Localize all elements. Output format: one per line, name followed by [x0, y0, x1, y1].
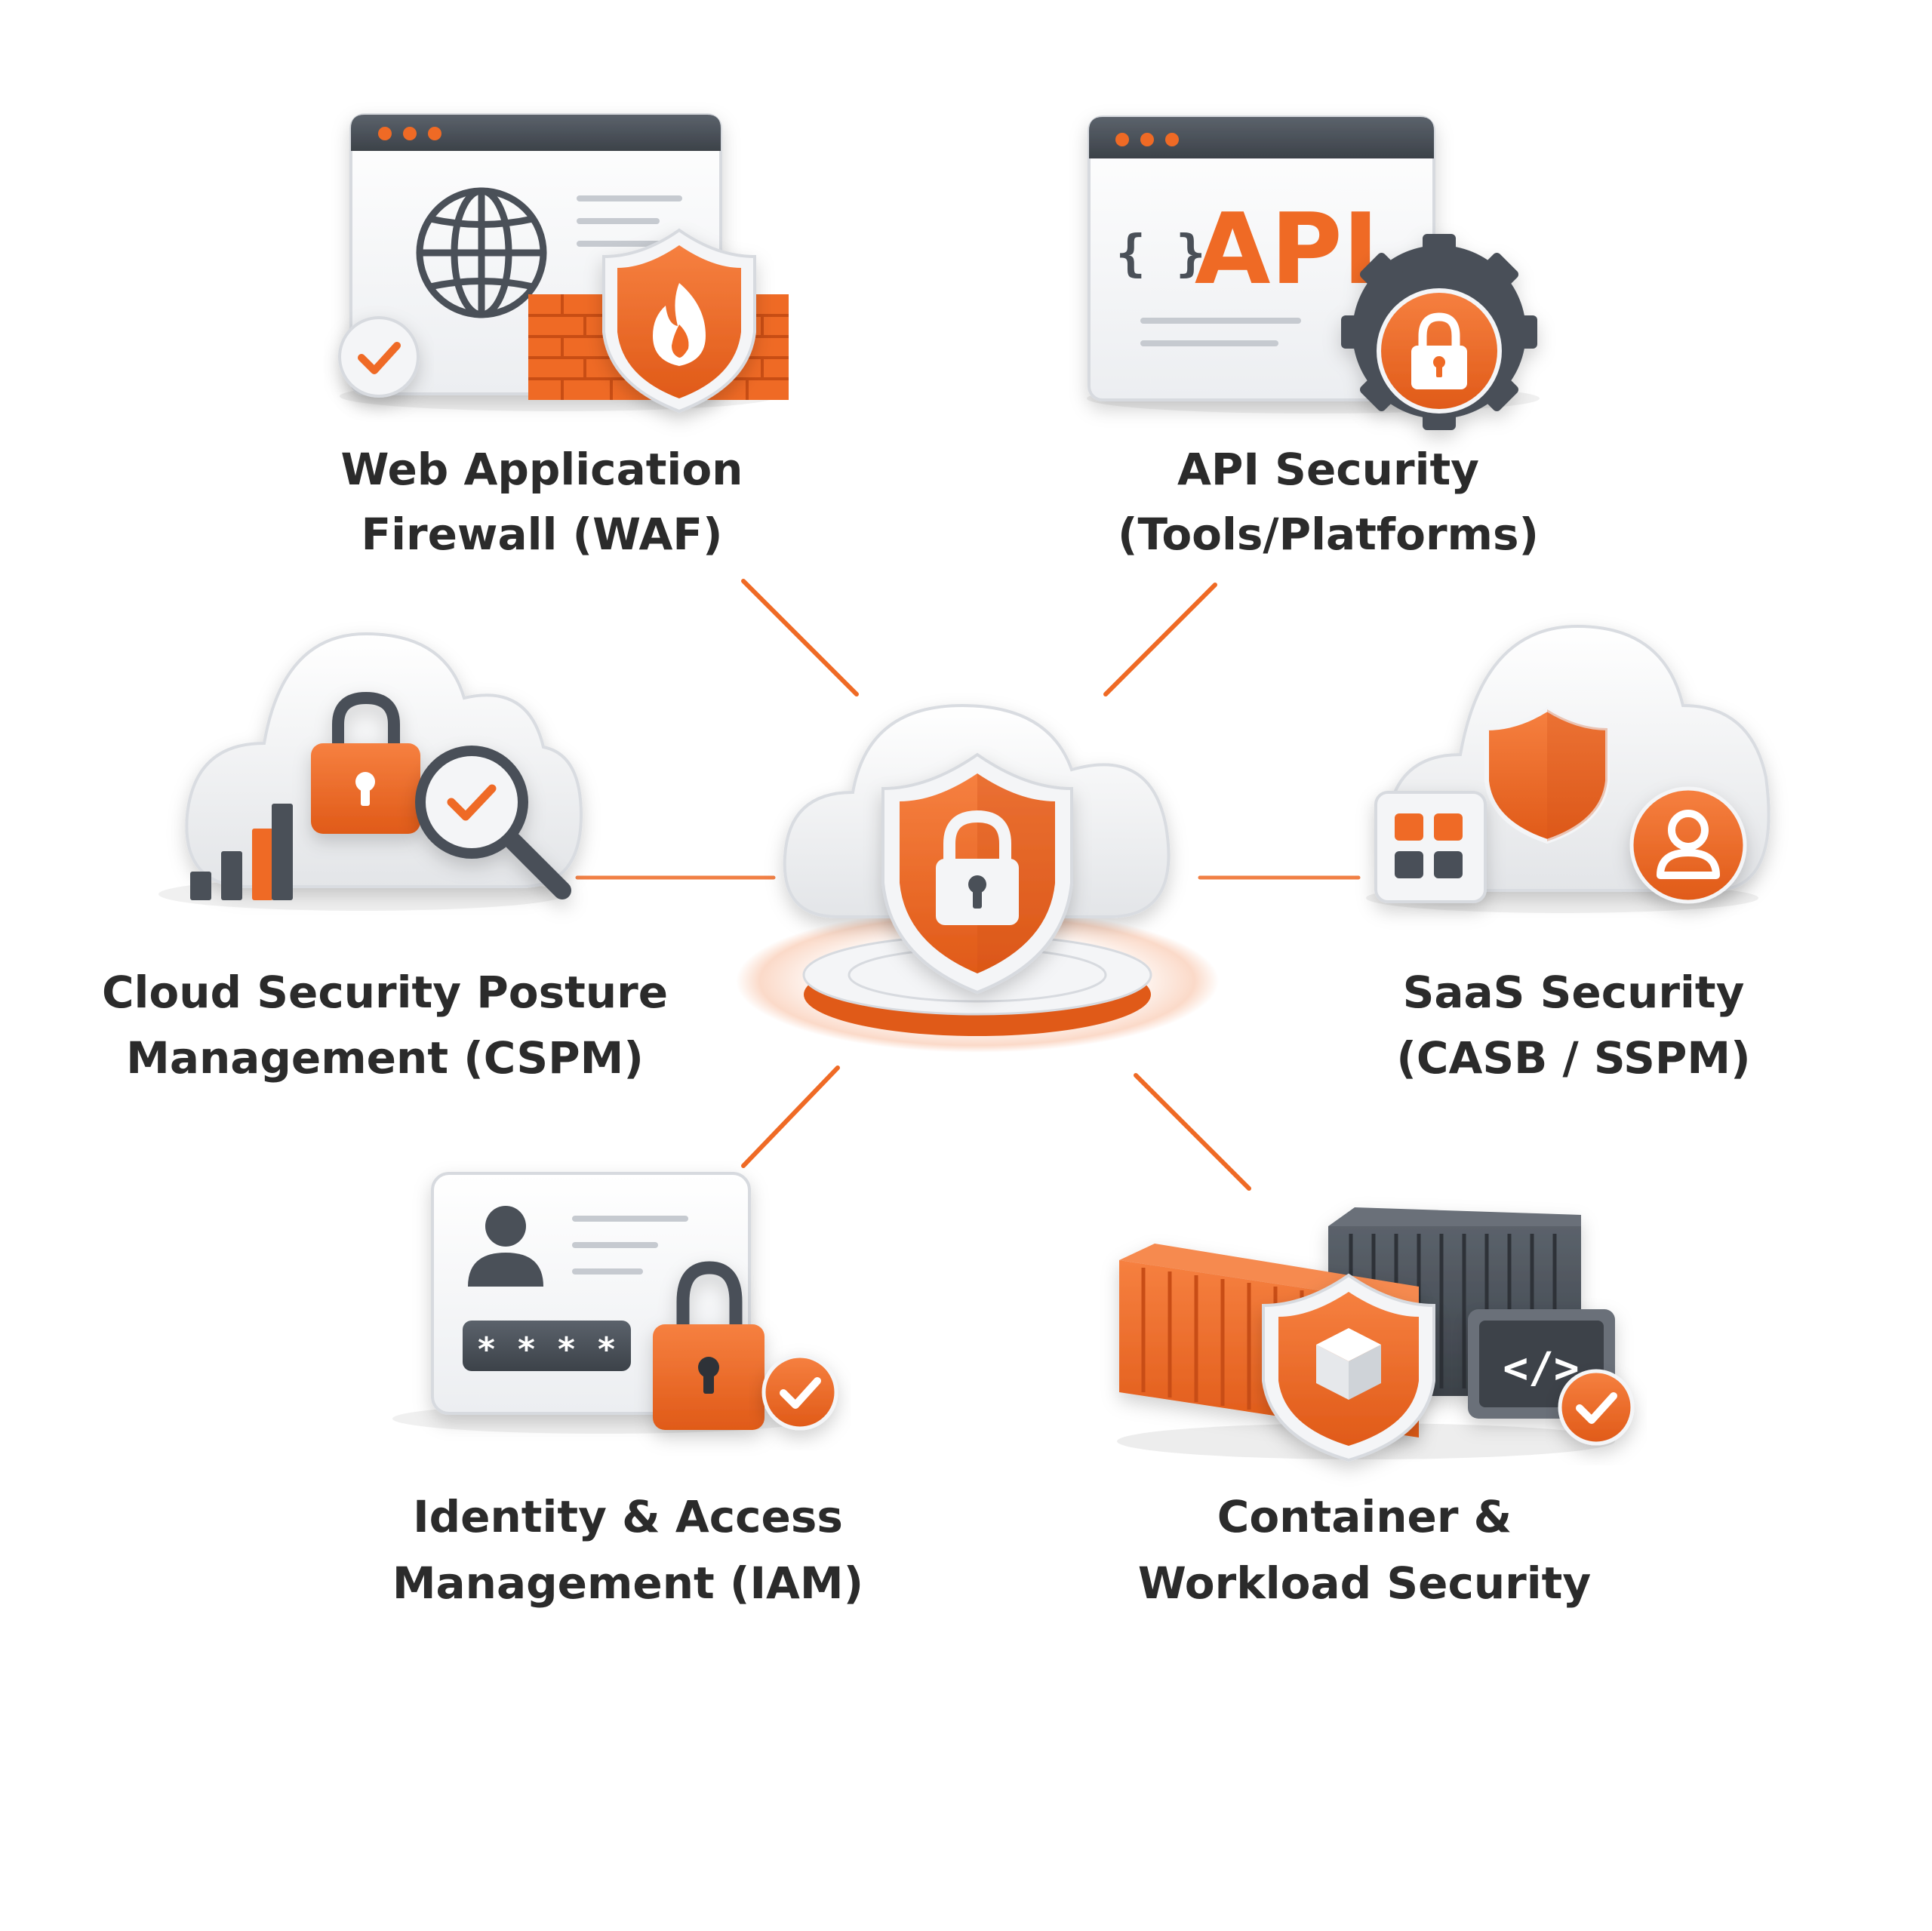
connector-api — [1103, 583, 1217, 696]
saas-label-line1: SaaS Security — [1403, 967, 1745, 1018]
cspm-label: Cloud Security Posture Management (CSPM) — [102, 967, 668, 1084]
waf-label-line2: Firewall (WAF) — [361, 509, 722, 560]
containers-shield-code-icon: </> — [1117, 1207, 1635, 1462]
container-label-line2: Workload Security — [1138, 1557, 1591, 1609]
globe-icon — [416, 187, 547, 318]
iam-lock-icon — [653, 1261, 764, 1430]
iam-label-line1: Identity & Access — [413, 1491, 843, 1542]
user-badge-icon — [1629, 786, 1747, 904]
api-label: API Security (Tools/Platforms) — [1118, 444, 1539, 560]
connector-iam — [741, 1065, 840, 1168]
cspm-lock-icon — [311, 691, 420, 834]
id-card-password-lock-icon: * * * * — [392, 1172, 838, 1434]
api-label-line2: (Tools/Platforms) — [1118, 509, 1539, 560]
iam-check-badge-icon — [761, 1354, 838, 1431]
cube-icon — [1316, 1328, 1381, 1400]
api-gear-lock-icon: { } API — [1087, 115, 1540, 430]
connector-lines — [575, 579, 1361, 1191]
saas-label-line2: (CASB / SSPM) — [1396, 1032, 1750, 1084]
check-badge-icon — [338, 316, 420, 398]
password-field-icon: * * * * — [463, 1321, 631, 1371]
node-api: { } API — [1087, 115, 1540, 560]
cloud-lock-magnifier-icon — [158, 632, 583, 911]
node-container: </> Container & Workload Security — [1117, 1207, 1635, 1609]
container-label-line1: Container & — [1217, 1491, 1512, 1542]
api-text: API — [1195, 192, 1379, 306]
person-icon — [468, 1206, 543, 1287]
connector-container — [1134, 1073, 1251, 1191]
node-cspm: Cloud Security Posture Management (CSPM) — [102, 632, 668, 1084]
saas-shield-icon — [1484, 706, 1610, 844]
hub-lock-icon — [936, 810, 1019, 925]
node-waf: Web Application Firewall (WAF) — [338, 113, 789, 560]
password-mask-text: * * * * — [476, 1330, 616, 1369]
magnifier-icon — [415, 746, 571, 899]
browser-firewall-shield-icon — [338, 113, 789, 414]
app-grid-icon — [1374, 791, 1487, 903]
container-label: Container & Workload Security — [1138, 1491, 1591, 1609]
hub-cloud-shield-lock-icon — [736, 703, 1219, 1053]
waf-label: Web Application Firewall (WAF) — [341, 444, 743, 560]
cloud-shield-apps-user-icon — [1366, 624, 1770, 913]
connector-waf — [741, 579, 859, 696]
cspm-label-line1: Cloud Security Posture — [102, 967, 668, 1018]
node-saas: SaaS Security (CASB / SSPM) — [1366, 624, 1770, 1084]
node-iam: * * * * Identity & Access Management (IA… — [392, 1172, 863, 1609]
cspm-label-line2: Management (CSPM) — [126, 1032, 644, 1084]
gear-icon — [1341, 234, 1537, 430]
api-braces-text: { } — [1115, 224, 1205, 282]
iam-label: Identity & Access Management (IAM) — [392, 1491, 863, 1609]
container-check-badge-icon — [1558, 1369, 1635, 1446]
iam-label-line2: Management (IAM) — [392, 1557, 863, 1609]
api-lock-icon — [1411, 312, 1467, 389]
api-label-line1: API Security — [1177, 444, 1479, 495]
bar-chart-icon — [190, 804, 293, 900]
waf-label-line1: Web Application — [341, 444, 743, 495]
saas-label: SaaS Security (CASB / SSPM) — [1396, 967, 1750, 1084]
